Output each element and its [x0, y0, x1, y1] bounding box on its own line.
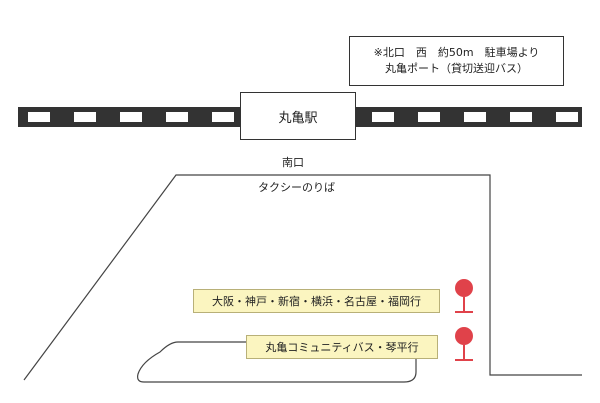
south-exit-label: 南口 [282, 156, 304, 169]
rail-tie [372, 112, 394, 122]
plaza-outline [23, 174, 582, 381]
parking-note-line-1: ※北口 西 約50m 駐車場より [373, 46, 540, 59]
rail-tie [212, 112, 234, 122]
bus-stop-marker [455, 279, 473, 313]
parking-note-line-2: 丸亀ポート（貸切送迎バス） [385, 62, 528, 75]
rail-tie [28, 112, 50, 122]
station-name: 丸亀駅 [278, 110, 318, 126]
rail-tie [166, 112, 188, 122]
rail-tie [556, 112, 578, 122]
rail-tie [464, 112, 486, 122]
rail-tie [510, 112, 532, 122]
station-building: 丸亀駅 [240, 92, 356, 140]
bus-stop-marker [455, 327, 473, 361]
bus-stop-label-highway: 大阪・神戸・新宿・横浜・名古屋・福岡行 [193, 289, 440, 313]
rail-tie [120, 112, 142, 122]
taxi-stand-label: タクシーのりば [258, 181, 335, 194]
parking-note: ※北口 西 約50m 駐車場より 丸亀ポート（貸切送迎バス） [349, 36, 564, 86]
bus-stop-label-community: 丸亀コミュニティバス・琴平行 [246, 335, 438, 359]
rail-tie [418, 112, 440, 122]
rail-tie [74, 112, 96, 122]
